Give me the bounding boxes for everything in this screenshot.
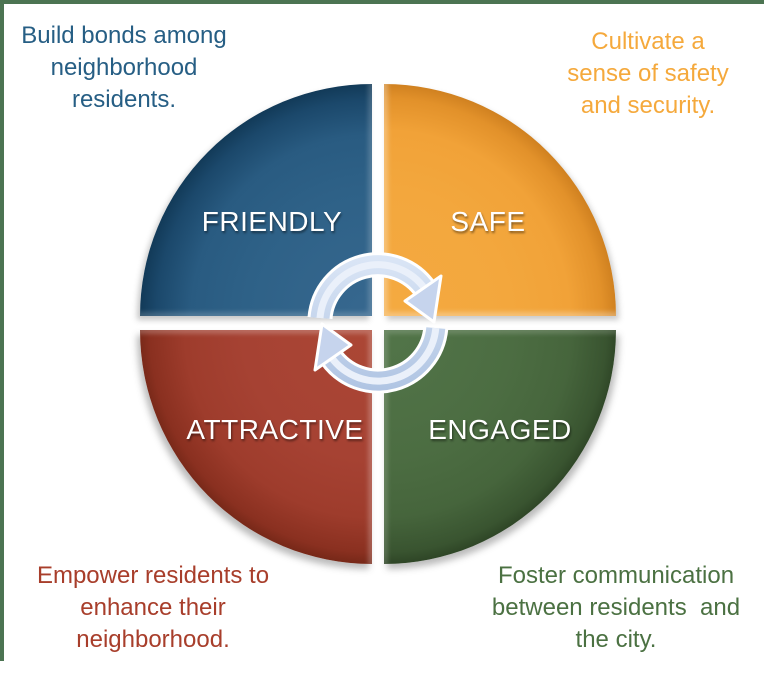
annotation-attractive-line3: neighborhood. xyxy=(76,626,230,653)
annotation-friendly-line1: Build bonds among xyxy=(21,22,227,49)
quadrant-label-engaged: ENGAGED xyxy=(428,414,572,445)
quadrant-label-attractive: ATTRACTIVE xyxy=(186,414,364,445)
frame-left-border xyxy=(0,0,4,661)
quadrant-friendly xyxy=(140,84,372,316)
quadrant-label-friendly: FRIENDLY xyxy=(201,206,343,237)
quadrant-engaged xyxy=(384,330,616,564)
annotation-safe: Cultivate a sense of safety and security… xyxy=(540,26,756,122)
annotation-attractive-line2: enhance their xyxy=(80,594,226,621)
quadrant-attractive xyxy=(140,330,372,564)
annotation-attractive: Empower residents to enhance their neigh… xyxy=(16,560,290,656)
annotation-safe-line2: sense of safety xyxy=(567,60,729,87)
quadrant-label-safe: SAFE xyxy=(450,206,526,237)
annotation-safe-line3: and security. xyxy=(580,92,716,119)
annotation-engaged-line1: Foster communication xyxy=(497,562,735,589)
annotation-friendly-line2: neighborhood xyxy=(50,54,198,81)
annotation-friendly: Build bonds among neighborhood residents… xyxy=(6,20,242,116)
annotation-friendly-line3: residents. xyxy=(71,86,177,113)
annotation-engaged: Foster communication between residents a… xyxy=(472,560,760,656)
annotation-engaged-line2: between residents and xyxy=(491,594,741,621)
frame-top-border xyxy=(0,0,764,4)
annotation-attractive-line1: Empower residents to xyxy=(36,562,270,589)
annotation-engaged-line3: the city. xyxy=(575,626,657,653)
annotation-safe-line1: Cultivate a xyxy=(591,28,705,55)
